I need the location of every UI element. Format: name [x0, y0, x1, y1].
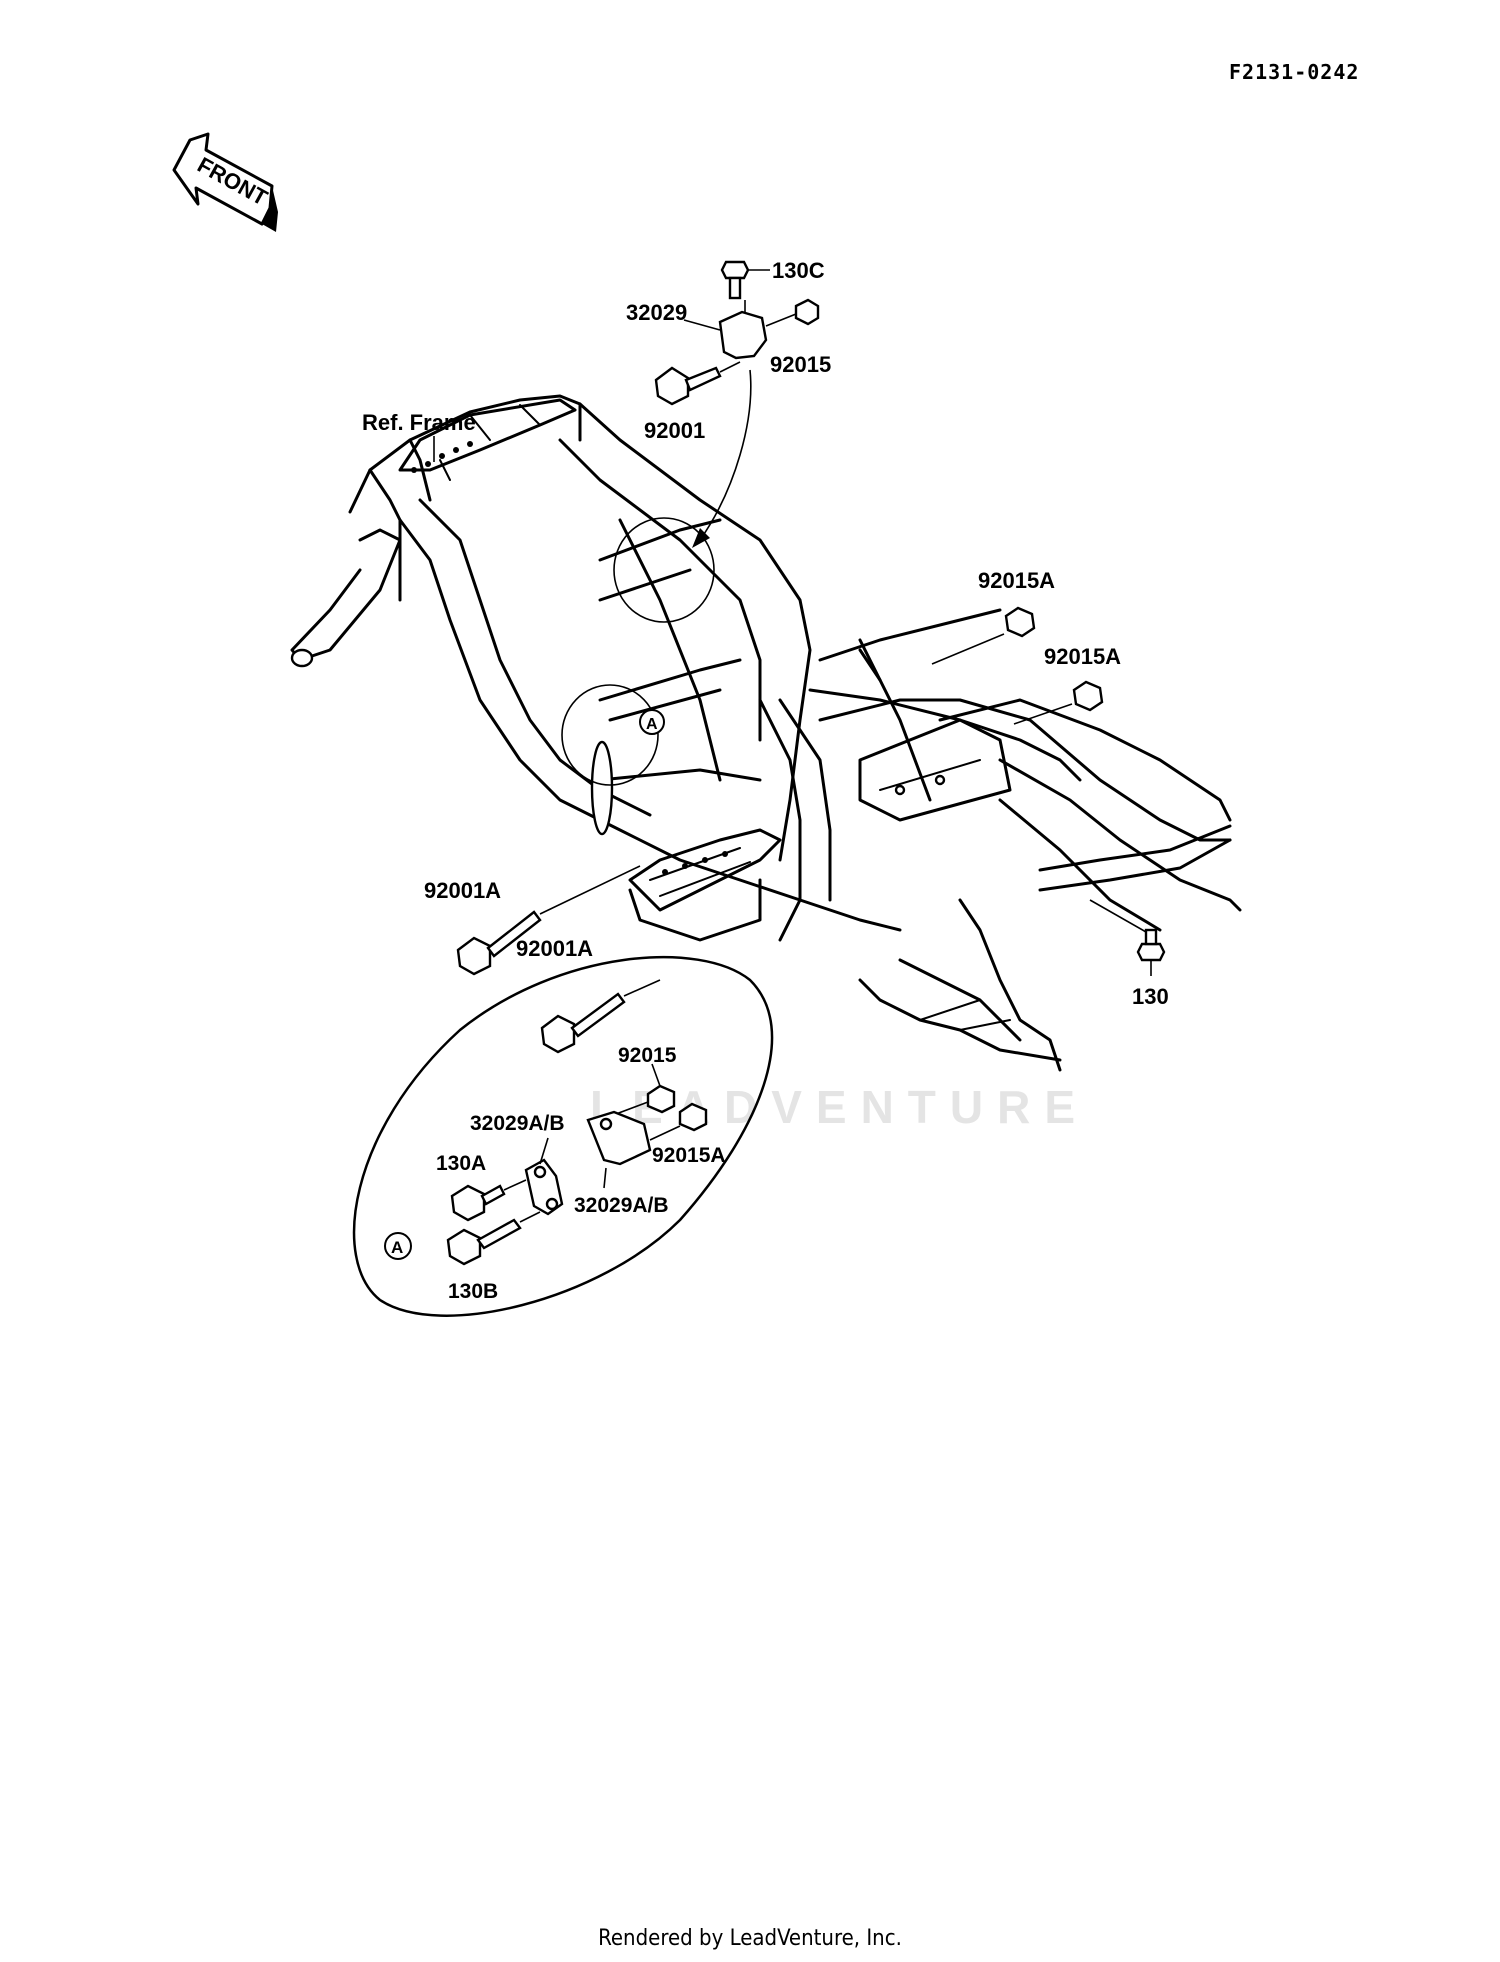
label-130c: 130C [772, 258, 825, 283]
left-bolts [456, 865, 661, 1054]
label-ref-frame: Ref. Frame [362, 410, 476, 435]
diagram-code: F2131-0242 [1229, 60, 1360, 84]
detail-marker-frame [639, 709, 665, 735]
label-92015a-1: 92015A [978, 568, 1055, 593]
label-detail-130b: 130B [448, 1280, 498, 1303]
callout-labels: Ref. Frame 130C 32029 92015 92001 92015A… [362, 258, 1169, 1303]
label-detail-32029ab-1: 32029A/B [470, 1112, 565, 1135]
label-92001: 92001 [644, 418, 705, 443]
detail-a-marker-label: A [391, 1238, 403, 1257]
detail-view-a: A [352, 955, 774, 1317]
right-side-parts [931, 606, 1166, 976]
front-arrow-icon: FRONT [172, 132, 278, 232]
label-130: 130 [1132, 984, 1169, 1009]
detail-circles: A [561, 517, 715, 786]
top-mount-parts [654, 260, 820, 548]
label-detail-32029ab-2: 32029A/B [574, 1194, 669, 1217]
detail-marker-frame-label: A [646, 716, 658, 733]
frame-drawing [290, 394, 1242, 1072]
label-detail-92015: 92015 [618, 1044, 677, 1067]
label-detail-92015a: 92015A [652, 1144, 726, 1167]
label-92001a-1: 92001A [424, 878, 501, 903]
label-32029: 32029 [626, 300, 687, 325]
label-detail-130a: 130A [436, 1152, 486, 1175]
label-92015a-2: 92015A [1044, 644, 1121, 669]
label-92001a-2: 92001A [516, 936, 593, 961]
label-92015-top: 92015 [770, 352, 831, 377]
footer-credit: Rendered by LeadVenture, Inc. [598, 1926, 902, 1951]
detail-a-marker [384, 1232, 412, 1260]
